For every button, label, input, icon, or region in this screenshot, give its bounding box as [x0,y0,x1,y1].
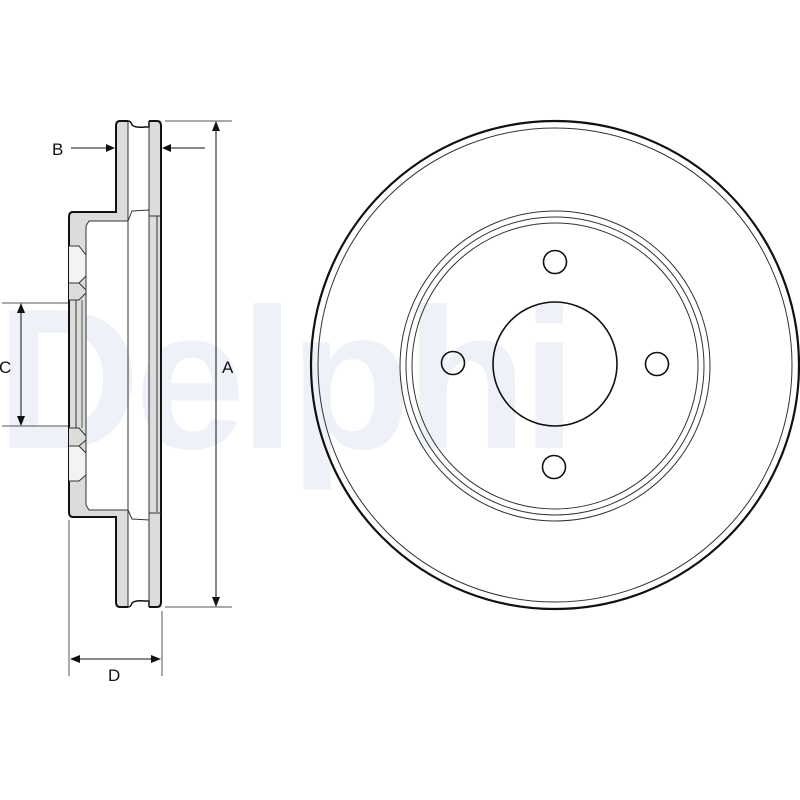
dim-a-label: A [222,358,234,377]
side-section-view [68,120,162,608]
bolt-hole-right [644,351,670,377]
dim-a-arrow-top [212,121,220,131]
hat-outer-ring [399,210,711,522]
bolt-hole-section-top [69,245,87,284]
dim-d-arrow-right [151,655,161,663]
disc-outer-chamfer [317,127,793,603]
dim-a-arrow-bottom [212,597,220,607]
vent-notch-bottom [127,600,150,608]
watermark-text: Delphi [0,268,571,491]
dim-c-arrow-top [17,303,25,313]
bolt-hole-bottom [541,454,567,480]
bolt-hole-top [542,249,568,275]
bolt-hole-chamfer-top [69,282,87,301]
dim-d-arrow-left [70,655,80,663]
bolt-hole-left [440,350,466,376]
front-view [309,119,800,611]
disc-outer-edge [309,119,800,611]
dim-c-arrow-bottom [17,416,25,426]
hat-inner-wall [85,220,128,511]
dim-d-label: D [108,666,120,685]
watermark: Delphi [0,268,577,491]
section-outer-plate [149,121,161,607]
dim-b-arrow-left [106,144,115,152]
vent-boundary-top [127,209,161,222]
dim-c-label: C [0,358,11,377]
hat-middle-ring [405,216,705,516]
vent-notch-top [127,120,150,128]
center-bore [492,301,618,427]
section-hat-and-inner-plate [69,121,128,607]
dimension-lines: A B C D [0,120,234,685]
dim-b-arrow-right [162,144,171,152]
section-outline-right [149,120,162,608]
hat-inner-ring [411,222,699,510]
dim-b-label: B [52,140,63,159]
vent-boundary-bottom [127,509,161,521]
section-outline [68,120,128,608]
bolt-hole-section-bottom [69,445,87,482]
